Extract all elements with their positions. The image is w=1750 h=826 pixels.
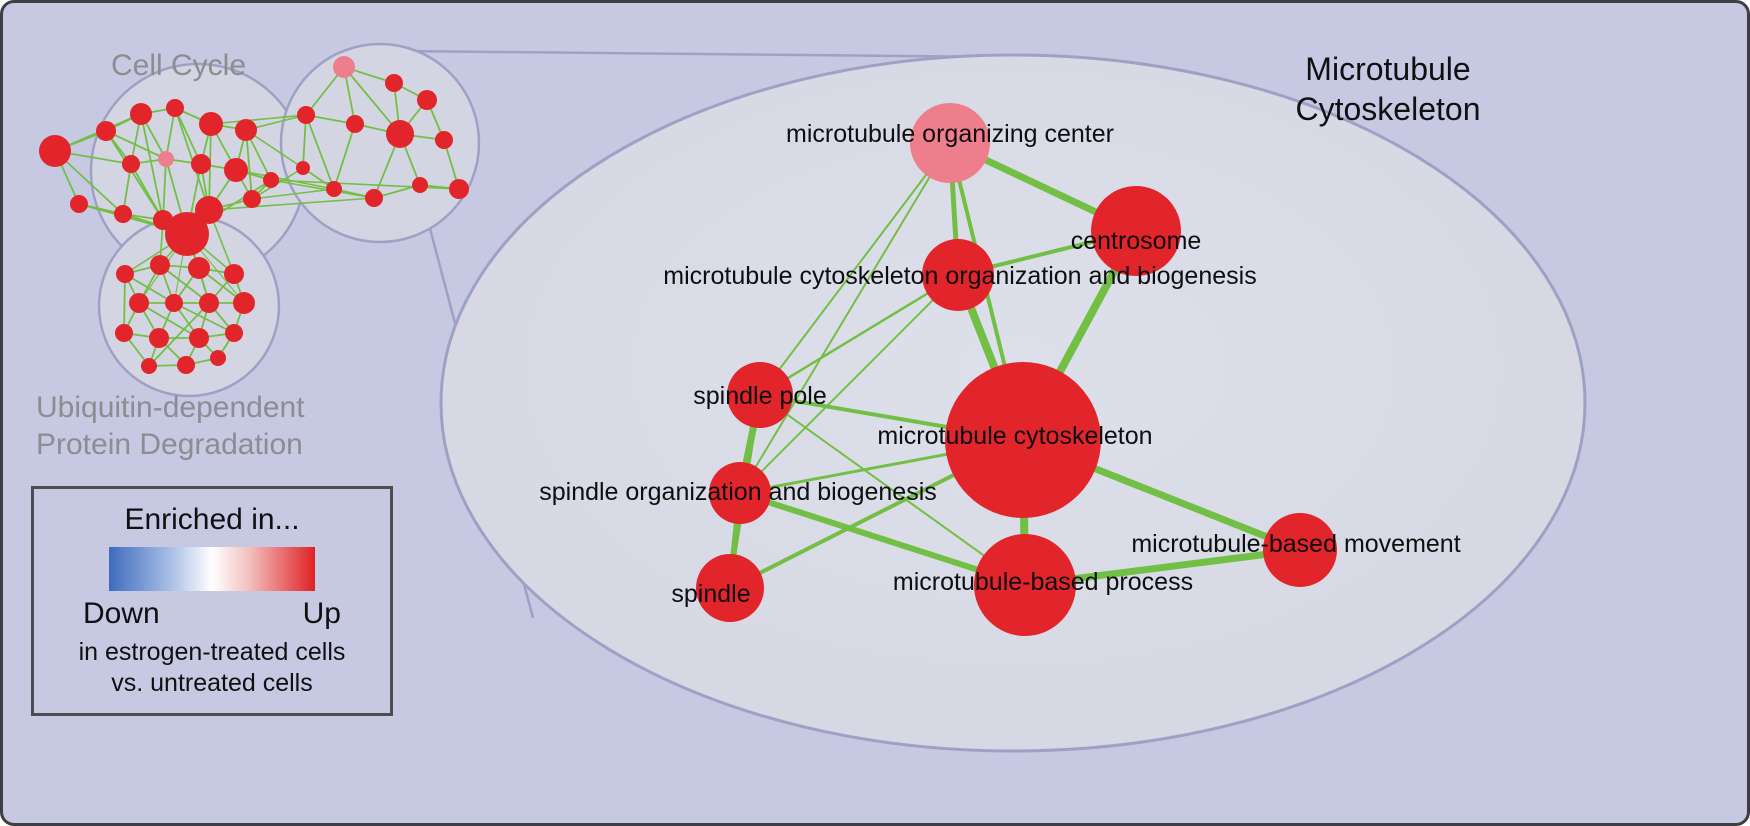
legend-gradient-bar — [109, 547, 315, 591]
overview-node-4 — [199, 112, 223, 136]
node-label-microtubule-based-process: microtubule-based process — [893, 568, 1193, 596]
overview-node-26 — [365, 189, 383, 207]
overview-node-41 — [141, 358, 157, 374]
overview-node-1 — [96, 121, 116, 141]
node-microtubule-based-movement — [1263, 513, 1337, 587]
legend-down-label: Down — [83, 597, 160, 630]
edge-microtubule-cytoskeleton-organization--spindle-organization — [739, 274, 959, 494]
node-spindle — [696, 554, 764, 622]
overview-node-30 — [150, 255, 170, 275]
overview-node-39 — [189, 328, 209, 348]
node-centrosome — [1091, 186, 1181, 276]
overview-node-38 — [149, 328, 169, 348]
enrichment-map-network: microtubule organizing center centrosome m… — [39, 42, 1587, 753]
node-microtubule-cytoskeleton — [945, 362, 1101, 518]
overview-node-32 — [224, 264, 244, 284]
overview-node-18 — [385, 74, 403, 92]
legend-box: Enriched in... Down Up in estrogen-treat… — [31, 486, 393, 716]
overview-node-28 — [296, 161, 310, 175]
overview-node-0 — [39, 135, 71, 167]
main-node-labels: microtubule organizing center centrosome m… — [539, 120, 1460, 608]
overview-node-6 — [122, 155, 140, 173]
cluster-label-cell-cycle: Cell Cycle — [111, 49, 247, 82]
legend-caption-line1: in estrogen-treated cells — [78, 638, 346, 666]
legend-title: Enriched in... — [124, 503, 300, 536]
main-title: Microtubule Cytoskeleton — [1281, 49, 1495, 129]
overview-node-3 — [166, 99, 184, 117]
edge-microtubule-cytoskeleton-organization--spindle-pole — [758, 273, 960, 397]
overview-node-43 — [210, 350, 226, 366]
edge-spindle-pole--microtubule-based-process — [759, 394, 1026, 586]
node-label-microtubule-organizing-center: microtubule organizing center — [786, 120, 1114, 148]
overview-node-34 — [165, 294, 183, 312]
overview-node-19 — [417, 90, 437, 110]
overview-node-25 — [412, 177, 428, 193]
overview-node-22 — [386, 120, 414, 148]
main-title-line1: Microtubule — [1305, 51, 1471, 87]
cluster-label-ubiquitin: Ubiquitin-dependent Protein Degradation — [36, 389, 305, 463]
node-label-microtubule-based-movement: microtubule-based movement — [1131, 530, 1460, 558]
overview-node-8 — [191, 154, 211, 174]
node-microtubule-cytoskeleton-organization — [922, 239, 994, 311]
legend-up-label: Up — [302, 597, 341, 630]
overview-node-15 — [165, 212, 209, 256]
node-label-microtubule-cytoskeleton: microtubule cytoskeleton — [877, 422, 1152, 450]
overview-node-27 — [326, 181, 342, 197]
overview-node-10 — [70, 195, 88, 213]
overview-node-14 — [243, 190, 261, 208]
overview-node-2 — [130, 103, 152, 125]
overview-node-35 — [199, 293, 219, 313]
overview-node-36 — [233, 292, 255, 314]
node-label-spindle-pole: spindle pole — [693, 382, 826, 410]
edge-microtubule-organizing-center--spindle-pole — [759, 142, 951, 396]
overview-node-7 — [158, 151, 174, 167]
overview-node-42 — [177, 356, 195, 374]
node-label-spindle: spindle — [671, 580, 750, 608]
overview-node-5 — [235, 119, 257, 141]
overview-node-24 — [449, 179, 469, 199]
overview-node-37 — [115, 324, 133, 342]
overview-node-29 — [116, 265, 134, 283]
overview-node-17 — [333, 56, 355, 78]
legend-endpoint-labels: Down Up — [83, 597, 341, 631]
node-spindle-pole — [727, 362, 793, 428]
edge-microtubule-organizing-center--spindle-organization — [739, 142, 951, 494]
main-nodes — [696, 103, 1337, 636]
overview-node-33 — [129, 293, 149, 313]
overview-node-23 — [435, 131, 453, 149]
node-label-centrosome: centrosome — [1071, 227, 1202, 255]
overview-node-21 — [346, 115, 364, 133]
node-label-spindle-organization: spindle organization and biogenesis — [539, 478, 937, 506]
cluster-label-ubiquitin-line1: Ubiquitin-dependent — [36, 391, 305, 424]
overview-nodes — [39, 56, 469, 374]
legend-caption: in estrogen-treated cells vs. untreated … — [79, 637, 346, 699]
overview-node-16 — [263, 172, 279, 188]
overview-node-31 — [188, 257, 210, 279]
overview-node-9 — [224, 158, 248, 182]
overview-node-11 — [114, 205, 132, 223]
overview-node-40 — [225, 324, 243, 342]
node-microtubule-organizing-center — [910, 103, 990, 183]
node-microtubule-based-process — [974, 534, 1076, 636]
overview-node-20 — [297, 106, 315, 124]
cluster-label-ubiquitin-line2: Protein Degradation — [36, 428, 303, 461]
node-label-microtubule-cytoskeleton-organization: microtubule cytoskeleton organization an… — [663, 262, 1256, 290]
overview-node-13 — [195, 196, 223, 224]
main-title-line2: Cytoskeleton — [1295, 91, 1481, 127]
node-spindle-organization — [709, 462, 771, 524]
legend-caption-line2: vs. untreated cells — [111, 669, 313, 697]
